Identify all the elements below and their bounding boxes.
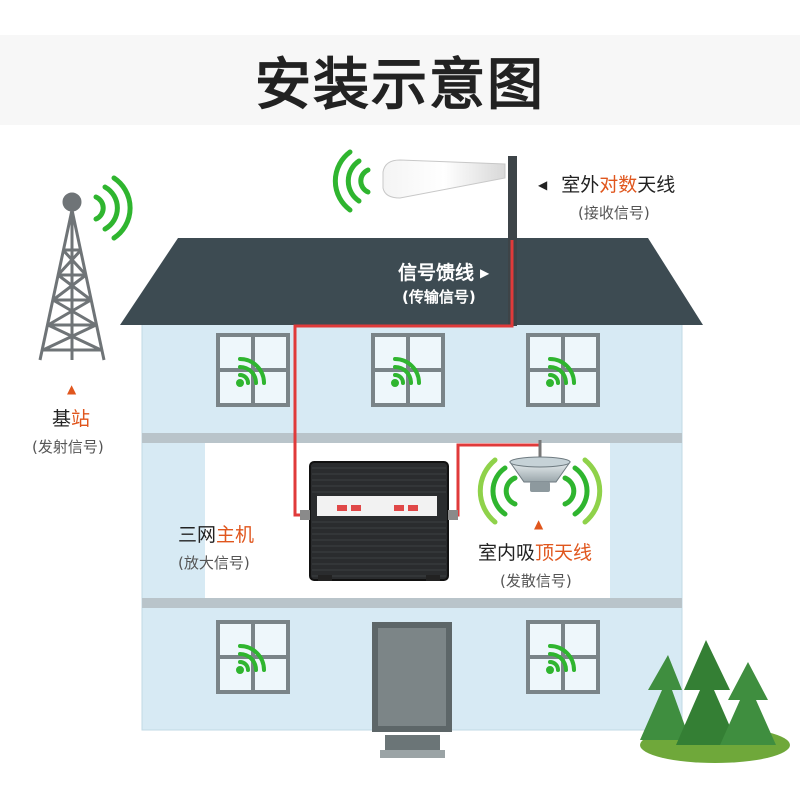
window bbox=[216, 333, 290, 407]
indoor-antenna-label: 室内吸顶天线 bbox=[478, 542, 593, 564]
floor-divider-upper bbox=[142, 433, 682, 443]
indoor-antenna-pointer-icon: ▲ bbox=[534, 517, 544, 531]
indoor-ceiling-antenna bbox=[509, 440, 571, 492]
base-station-label: 基站 bbox=[52, 408, 91, 430]
door bbox=[372, 622, 452, 758]
outdoor-antenna-sublabel: (接收信号) bbox=[578, 204, 650, 222]
feeder-line-sublabel: (传输信号) bbox=[402, 288, 476, 306]
host-unit bbox=[300, 461, 458, 581]
feeder-line-label: 信号馈线▶ bbox=[398, 262, 490, 284]
page-title: 安装示意图 bbox=[255, 53, 545, 118]
window bbox=[526, 333, 600, 407]
roof bbox=[120, 238, 703, 325]
window bbox=[371, 333, 445, 407]
title-bar bbox=[0, 35, 800, 125]
wifi-signal-icon bbox=[236, 644, 266, 674]
outdoor-antenna-signal-icon bbox=[332, 149, 371, 213]
outdoor-antenna-label: ◀室外对数天线 bbox=[538, 174, 676, 196]
wifi-signal-icon bbox=[391, 357, 421, 387]
base-station-pointer-icon: ▲ bbox=[67, 382, 77, 396]
host-unit-label: 三网主机 bbox=[178, 524, 255, 546]
wifi-signal-icon bbox=[236, 357, 266, 387]
base-station-tower bbox=[38, 192, 106, 361]
wifi-signal-icon bbox=[546, 644, 576, 674]
indoor-antenna-sublabel: (发散信号) bbox=[500, 572, 572, 590]
pointer-left-icon: ◀ bbox=[538, 178, 548, 192]
host-unit-sublabel: (放大信号) bbox=[178, 554, 250, 572]
wifi-signal-icon bbox=[546, 357, 576, 387]
pointer-right-icon: ▶ bbox=[480, 266, 490, 280]
trees bbox=[640, 640, 790, 763]
window bbox=[216, 620, 290, 694]
window bbox=[526, 620, 600, 694]
windows bbox=[216, 333, 600, 694]
floor-divider-lower bbox=[142, 598, 682, 608]
indoor-antenna-signal-icon bbox=[477, 457, 603, 525]
tower-signal-icon bbox=[93, 175, 133, 241]
base-station-sublabel: (发射信号) bbox=[32, 438, 104, 456]
